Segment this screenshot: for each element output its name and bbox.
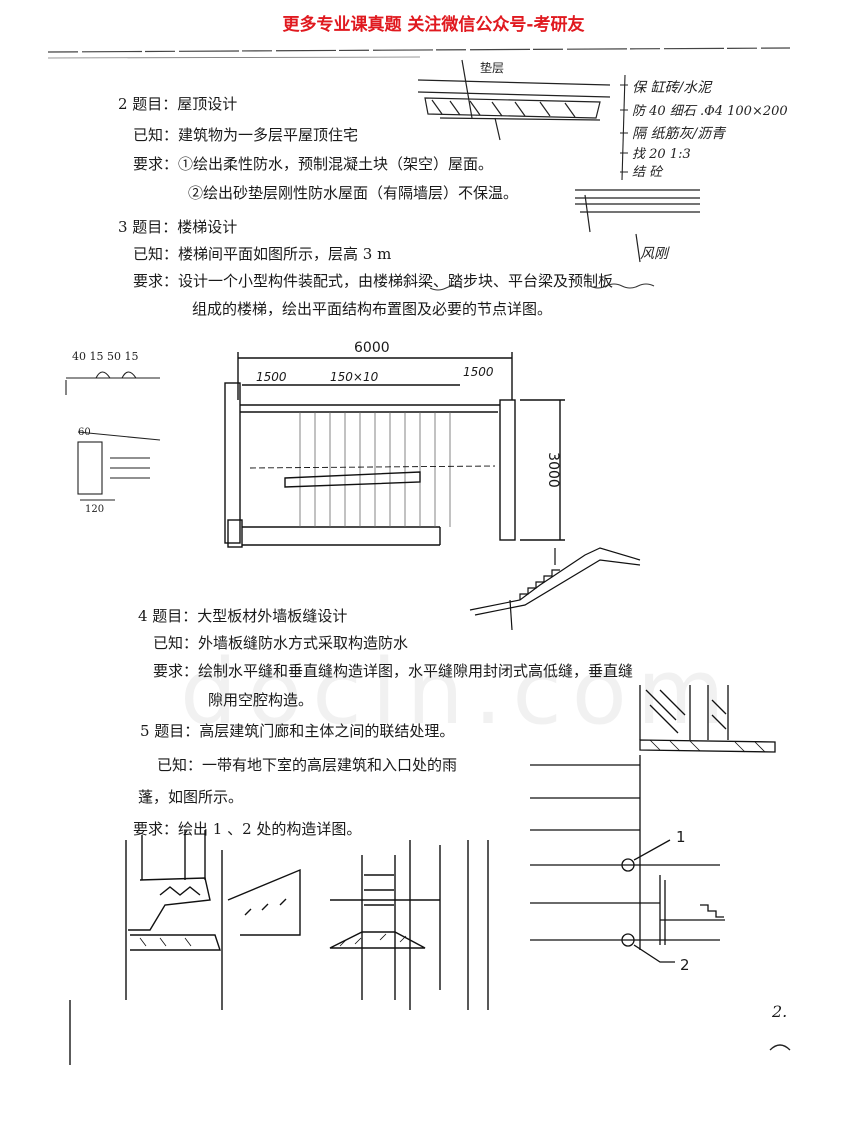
- q3-title: 3 题目：楼梯设计: [118, 218, 238, 236]
- detail-label-2: 2: [680, 956, 690, 974]
- building-elevation: [530, 755, 725, 963]
- svg-text:保 缸砖/水泥: 保 缸砖/水泥: [632, 80, 713, 96]
- roof-section-sketch: 垫层: [417, 59, 611, 141]
- plan-dim-height: 3000: [544, 452, 561, 488]
- top-rule-2: [47, 56, 421, 59]
- svg-text:垫层: 垫层: [480, 60, 504, 75]
- roof-layer-notes: 保 缸砖/水泥 防 40 细石 .Φ4 100×200 隔 纸筋灰/沥青 找 2…: [620, 74, 788, 181]
- q3-requirement-1: 要求：设计一个小型构件装配式，由楼梯斜梁、踏步块、平台梁及预制板: [133, 272, 614, 290]
- panel-joint-sketch: [639, 685, 776, 753]
- corner-mark: [769, 1044, 791, 1051]
- q4-requirement-2: 隙用空腔构造。: [208, 691, 314, 709]
- q2-requirement-2: ②绘出砂垫层刚性防水屋面（有隔墙层）不保温。: [188, 184, 519, 202]
- svg-text:找 20 1:3: 找 20 1:3: [632, 147, 691, 162]
- plan-dim-right: 1500: [463, 365, 494, 379]
- q2-title: 2 题目：屋顶设计: [118, 95, 238, 113]
- roof-layer-sketch-2: 风刚: [575, 189, 700, 263]
- svg-text:风刚: 风刚: [640, 246, 670, 262]
- q2-known: 已知：建筑物为一多层平屋顶住宅: [133, 126, 359, 144]
- header-banner: 更多专业课真题 关注微信公众号-考研友: [282, 15, 585, 35]
- stair-plan: [224, 352, 565, 548]
- underline-mark: [589, 283, 655, 289]
- canopy-detail-sketch: [125, 830, 489, 1010]
- plan-dim-left: 1500: [256, 370, 287, 384]
- stair-section-sketch: [469, 547, 641, 631]
- q5-known-2: 蓬，如图所示。: [138, 788, 244, 806]
- page-number: 2.: [772, 1002, 788, 1021]
- q5-requirement: 要求：绘出 1 、2 处的构造详图。: [133, 820, 362, 838]
- q5-known-1: 已知：一带有地下室的高层建筑和入口处的雨: [157, 756, 458, 774]
- q2-requirement-1: 要求：①绘出柔性防水，预制混凝土块（架空）屋面。: [133, 155, 494, 173]
- q4-title: 4 题目：大型板材外墙板缝设计: [138, 607, 348, 625]
- svg-text:60: 60: [78, 427, 91, 438]
- svg-text:120: 120: [85, 504, 104, 515]
- q3-requirement-2: 组成的楼梯，绘出平面结构布置图及必要的节点详图。: [192, 300, 553, 318]
- q5-title: 5 题目：高层建筑门廊和主体之间的联结处理。: [140, 722, 455, 740]
- tread-detail-sketch: 40 15 50 15 120 60: [65, 350, 161, 515]
- top-rule: [47, 47, 791, 53]
- underline-mark-2: [429, 285, 463, 291]
- svg-text:隔 纸筋灰/沥青: 隔 纸筋灰/沥青: [632, 126, 727, 142]
- svg-text:40 15 50 15: 40 15 50 15: [72, 350, 138, 363]
- plan-dim-total: 6000: [354, 340, 390, 356]
- detail-label-1: 1: [676, 828, 686, 846]
- plan-dim-mid: 150×10: [330, 370, 379, 384]
- watermark: docin.com: [180, 640, 735, 745]
- q4-known: 已知：外墙板缝防水方式采取构造防水: [153, 634, 409, 652]
- q3-known: 已知：楼梯间平面如图所示，层高 3 m: [133, 245, 392, 263]
- svg-text:结 砼: 结 砼: [632, 165, 664, 180]
- svg-text:防 40 细石 .Φ4 100×200: 防 40 细石 .Φ4 100×200: [632, 104, 788, 119]
- q4-requirement-1: 要求：绘制水平缝和垂直缝构造详图，水平缝隙用封闭式高低缝，垂直缝: [153, 662, 634, 680]
